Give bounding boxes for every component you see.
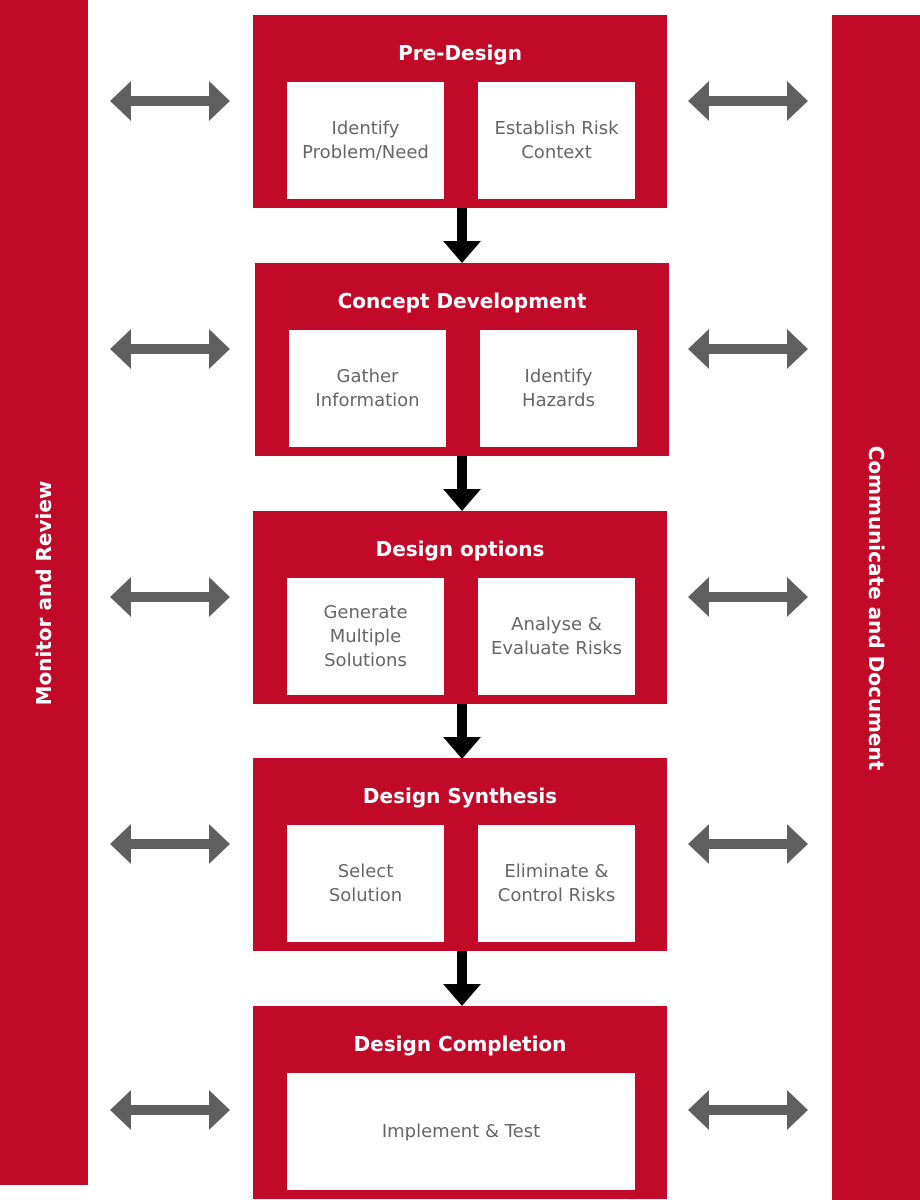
stage-title: Pre-Design [398,41,522,65]
step-box: Gather Information [289,330,446,447]
step-box: Eliminate & Control Risks [478,825,635,942]
right-double-arrow-icon [688,824,808,864]
stage-title: Concept Development [337,289,587,313]
step-box: Generate Multiple Solutions [287,578,444,695]
monitor-and-review-bar: Monitor and Review [0,0,88,1185]
down-arrow-icon [443,704,481,759]
step-box: Identify Problem/Need [287,82,444,199]
left-double-arrow-icon [110,329,230,369]
left-double-arrow-icon [110,824,230,864]
left-double-arrow-icon [110,1090,230,1130]
right-double-arrow-icon [688,81,808,121]
stage-title: Design options [375,537,545,561]
right-double-arrow-icon [688,1090,808,1130]
down-arrow-icon [443,456,481,511]
step-box: Analyse & Evaluate Risks [478,578,635,695]
step-box: Implement & Test [287,1073,635,1190]
left-double-arrow-icon [110,577,230,617]
stage-title: Design Completion [353,1032,567,1056]
communicate-and-document-label: Communicate and Document [864,445,888,770]
step-box: Select Solution [287,825,444,942]
monitor-and-review-label: Monitor and Review [32,480,56,705]
step-box: Establish Risk Context [478,82,635,199]
stage-title: Design Synthesis [362,784,558,808]
down-arrow-icon [443,951,481,1006]
right-double-arrow-icon [688,577,808,617]
step-box: Identify Hazards [480,330,637,447]
down-arrow-icon [443,208,481,263]
right-double-arrow-icon [688,329,808,369]
communicate-and-document-bar: Communicate and Document [832,15,920,1200]
left-double-arrow-icon [110,81,230,121]
